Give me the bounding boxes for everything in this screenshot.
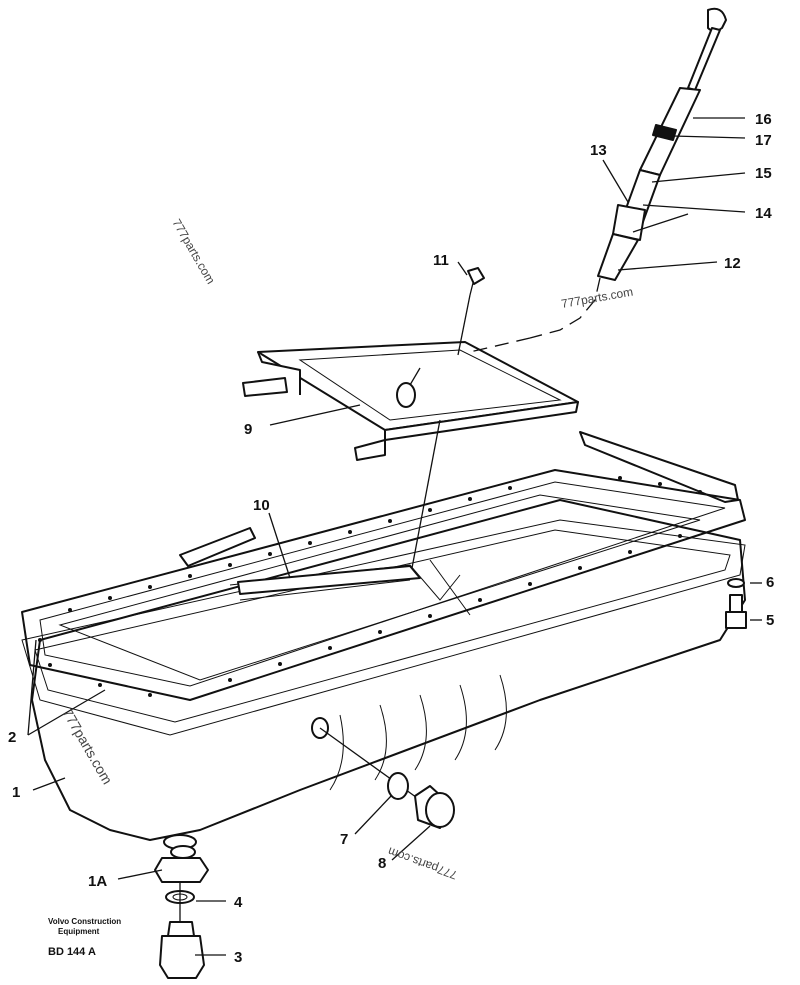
callout-numbers: 16 17 13 15 14 11 12 9 10 6 5 2 1 7 8 1A…	[8, 111, 774, 966]
oil-pan	[21, 499, 746, 850]
caption-equipment: Equipment	[58, 927, 100, 936]
bolt-11	[457, 267, 485, 356]
washer-and-bolt-right	[725, 578, 747, 629]
callout-8: 8	[378, 855, 386, 872]
caption-company: Volvo Construction	[48, 917, 121, 926]
callout-7: 7	[340, 831, 348, 848]
leader-lines	[27, 117, 762, 956]
watermark-4: 777parts.com	[386, 844, 459, 882]
callout-13: 13	[590, 142, 607, 159]
oil-strainer-bracket	[242, 341, 579, 461]
callout-6: 6	[766, 574, 774, 591]
gasket	[21, 431, 746, 701]
oil-pipe	[237, 419, 441, 595]
callout-4: 4	[234, 894, 243, 911]
drain-plug-assembly	[319, 727, 455, 829]
callout-12: 12	[724, 255, 741, 272]
bottom-plug-assembly	[154, 845, 209, 979]
callout-14: 14	[755, 205, 772, 222]
callout-15: 15	[755, 165, 772, 182]
callout-3: 3	[234, 949, 242, 966]
callout-1a: 1A	[88, 873, 107, 890]
callout-16: 16	[755, 111, 772, 128]
caption-code: BD 144 A	[48, 946, 96, 958]
callout-11: 11	[433, 252, 449, 269]
diagram-caption: Volvo Construction Equipment BD 144 A	[48, 917, 121, 958]
callout-1: 1	[12, 784, 20, 801]
callout-17: 17	[755, 132, 772, 149]
callout-10: 10	[253, 497, 270, 514]
callout-5: 5	[766, 612, 774, 629]
callout-9: 9	[244, 421, 252, 438]
callout-2: 2	[8, 729, 16, 746]
watermark-1: 777parts.com	[169, 217, 217, 287]
